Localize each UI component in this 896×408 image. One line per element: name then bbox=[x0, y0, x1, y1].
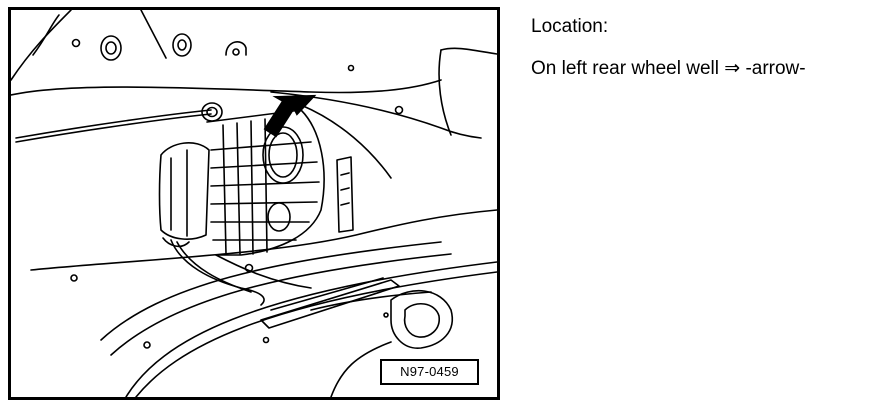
location-description: On left rear wheel well ⇒ -arrow- bbox=[531, 58, 806, 79]
figure-id-label: N97-0459 bbox=[380, 359, 479, 385]
figure-frame: N97-0459 bbox=[8, 7, 500, 400]
text-column: Location: On left rear wheel well ⇒ -arr… bbox=[531, 14, 891, 82]
wheel-well-illustration bbox=[11, 10, 497, 397]
pointer-arrow-icon bbox=[263, 94, 317, 138]
location-heading: Location: bbox=[531, 16, 609, 37]
